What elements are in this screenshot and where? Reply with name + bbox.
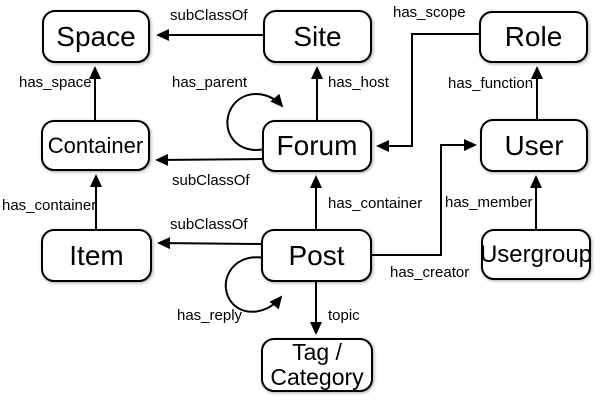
edge-has-creator-post-user <box>372 139 477 256</box>
node-site: Site <box>263 10 372 63</box>
edge-label-has-scope: has_scope <box>393 4 466 21</box>
edge-subclassof-post-item <box>157 237 262 250</box>
edge-label-has-container-item: has_container <box>2 197 97 214</box>
node-container-label: Container <box>47 132 144 158</box>
node-role: Role <box>479 11 588 63</box>
node-role-label: Role <box>504 21 563 52</box>
node-site-label: Site <box>293 20 342 52</box>
edge-subclassof-forum-container <box>155 153 263 166</box>
node-container: Container <box>41 120 150 171</box>
edge-label-has-container-post: has_container <box>328 195 423 212</box>
node-forum-label: Forum <box>276 130 358 161</box>
node-tag-category-label-line2: Category <box>270 364 364 390</box>
edge-label-has-member: has_member <box>445 194 533 211</box>
node-space: Space <box>42 10 150 63</box>
edge-label-has-creator: has_creator <box>390 264 470 281</box>
node-forum: Forum <box>262 120 372 172</box>
edge-label-has-parent: has_parent <box>172 74 248 91</box>
edge-label-has-space: has_space <box>19 74 92 91</box>
node-item: Item <box>41 229 152 282</box>
edge-has-reply-post-loop <box>224 256 283 313</box>
node-tag-category: Tag / Category <box>261 338 373 392</box>
node-user-label: User <box>504 129 564 161</box>
edge-has-parent-forum-loop <box>226 93 284 151</box>
edge-label-subclassof-forum-container: subClassOf <box>172 172 250 189</box>
node-space-label: Space <box>56 20 136 52</box>
edge-label-has-host: has_host <box>328 74 389 91</box>
edge-label-has-reply: has_reply <box>177 307 243 324</box>
node-tag-category-label-line1: Tag / <box>292 339 342 365</box>
node-usergroup: Usergroup <box>479 229 593 280</box>
node-user: User <box>480 119 588 172</box>
edge-label-has-function: has_function <box>448 75 534 92</box>
edge-label-subclassof-site-space: subClassOf <box>170 7 248 24</box>
node-usergroup-label: Usergroup <box>479 240 593 268</box>
node-item-label: Item <box>69 239 124 271</box>
edge-label-topic: topic <box>328 307 360 324</box>
edge-label-subclassof-post-item: subClassOf <box>170 216 248 233</box>
node-post-label: Post <box>288 239 345 271</box>
node-post: Post <box>261 229 372 282</box>
edge-has-scope-role-forum <box>376 33 479 152</box>
